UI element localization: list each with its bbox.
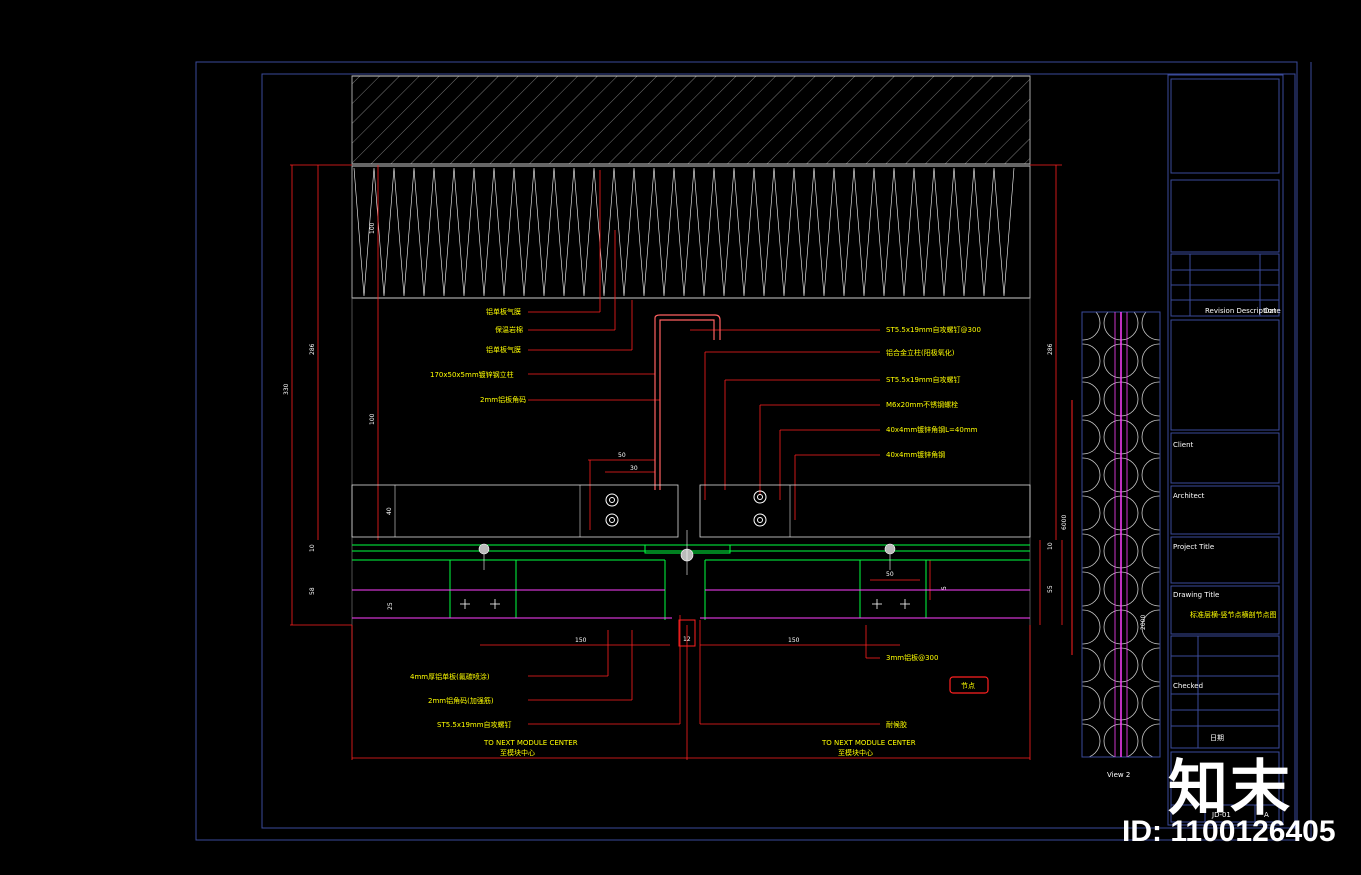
module-center-left-cn: 至模块中心 (500, 748, 535, 757)
brand-watermark: 知末 (1168, 754, 1292, 824)
dim-50-right: 50 (886, 571, 894, 578)
tb-revision-hdr: Revision Description (1205, 307, 1276, 315)
tb-date-label: 日期 (1210, 734, 1224, 742)
side-dim: 2000 (1140, 615, 1147, 630)
dim-bottom-150-right: 150 (788, 637, 800, 644)
callout-bottom-5: 耐候胶 (886, 720, 907, 729)
callout-right-5: 40x4mm镀锌角钢L=40mm (886, 425, 978, 434)
small-crosses (460, 599, 910, 609)
dim-top-30: 30 (630, 465, 638, 472)
right-bracket-plate (699, 484, 1031, 538)
tb-drawing-no: JD-01 (1211, 811, 1231, 819)
dim-lower-left: 40 (386, 507, 393, 515)
aluminium-profile (352, 544, 1030, 620)
dim-upper-left: 100 (369, 222, 376, 234)
dim-seg1: 10 (309, 544, 316, 552)
right-leaders (690, 329, 880, 725)
dim-top-50: 50 (618, 452, 626, 459)
id-watermark: ID: 1100126405 (1122, 815, 1336, 848)
tb-drawing-title: 标准层横-竖节点横剖节点图 (1190, 610, 1277, 619)
callout-left-5: 2mm铝板角码 (480, 395, 526, 404)
callout-left-4: 170x50x5mm镀锌钢立柱 (430, 370, 514, 379)
detail-tag-box (949, 676, 989, 694)
concrete-wall (351, 75, 1031, 165)
outer-frame (195, 61, 1298, 841)
callout-bottom-3: ST5.5x19mm自攻螺钉 (437, 720, 512, 729)
tb-drawing-title-lbl: Drawing Title (1173, 591, 1219, 599)
callout-left-2: 保温岩棉 (495, 325, 523, 334)
panel-skin (352, 589, 1030, 619)
tb-project-title: Project Title (1173, 543, 1214, 551)
dim-right-286: 286 (1047, 343, 1054, 355)
callout-right-4: M6x20mm不锈钢螺栓 (886, 400, 958, 409)
module-center-right: TO NEXT MODULE CENTER (821, 739, 916, 747)
tb-architect: Architect (1173, 492, 1205, 500)
dim-small-25: 25 (387, 602, 394, 610)
dim-overall: 330 (283, 383, 290, 395)
insulation-zigzag (353, 167, 1015, 297)
left-bracket-plate (351, 484, 679, 538)
tb-checked: Checked (1173, 682, 1203, 690)
dim-right-55: 55 (1047, 585, 1054, 593)
tb-date-hdr: Date (1264, 307, 1281, 315)
dimension-lines (290, 164, 1063, 760)
title-block (1167, 74, 1284, 826)
inner-frame (261, 73, 1296, 829)
dim-small-5: 5 (941, 586, 948, 590)
module-center-right-cn: 至模块中心 (838, 748, 873, 757)
callout-left-3: 铝单板气膜 (486, 345, 521, 354)
callout-right-6: 40x4mm镀锌角钢 (886, 450, 945, 459)
callout-bottom-4: 3mm铝板@300 (886, 653, 938, 662)
callout-bottom-2: 2mm铝角码(加强筋) (428, 696, 494, 705)
dim-right-6000: 6000 (1061, 515, 1068, 530)
callout-left-1: 铝单板气膜 (486, 307, 521, 316)
dim-bottom-150-left: 150 (575, 637, 587, 644)
dim-gap-12: 12 (683, 636, 691, 643)
steel-channel (654, 314, 721, 490)
callout-right-3: ST5.5x19mm自攻螺钉 (886, 375, 961, 384)
detail-tag: 节点 (961, 682, 975, 690)
dim-seg2: 58 (309, 587, 316, 595)
dim-mid-left: 286 (309, 343, 316, 355)
screws (478, 530, 896, 575)
callout-bottom-1: 4mm厚铝单板(氟碳喷涂) (410, 672, 490, 681)
tb-client: Client (1173, 441, 1194, 449)
left-leaders (528, 170, 681, 725)
insulation-layer (351, 165, 1031, 299)
module-center-left: TO NEXT MODULE CENTER (483, 739, 578, 747)
callout-right-2: 铝合金立柱(阳极氧化) (886, 348, 955, 357)
view-label: View 2 (1107, 771, 1130, 779)
dim-right-10: 10 (1047, 542, 1054, 550)
callout-right-1: ST5.5x19mm自攻螺钉@300 (886, 325, 981, 334)
dim-mid-left2: 100 (369, 413, 376, 425)
tb-version: A (1264, 811, 1269, 819)
bolts (605, 490, 767, 527)
joint-sealant (678, 619, 696, 647)
